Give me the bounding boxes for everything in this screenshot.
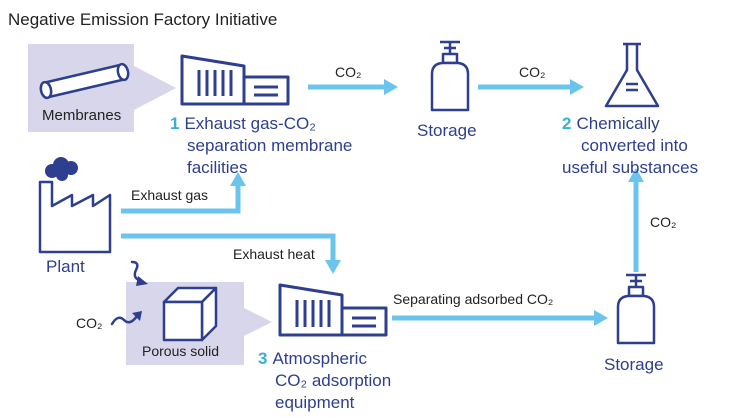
exhaust-gas-label: Exhaust gas (131, 187, 209, 203)
porous-solid-label: Porous solid (142, 343, 220, 359)
membrane-tube-icon (39, 62, 130, 100)
adsorption-line-2: CO₂ adsorption (275, 371, 392, 390)
conversion-line-3: useful substances (562, 158, 699, 177)
storage-label: Storage (604, 355, 664, 374)
arrow-exhaust-gas (121, 184, 241, 214)
squiggle-arrow-icon (110, 260, 148, 326)
arrow-exhaust-heat (121, 233, 336, 262)
facility-text: Exhaust gas-CO₂ (184, 114, 316, 133)
co2-label: CO₂ (335, 64, 362, 80)
membranes-label: Membranes (42, 107, 122, 124)
diagram-title: Negative Emission Factory Initiative (8, 10, 278, 29)
arrowhead (384, 79, 398, 95)
gas-cylinder-icon (430, 40, 470, 112)
arrowhead (628, 168, 644, 182)
step-number: 1 (170, 114, 180, 133)
co2-label: CO₂ (650, 214, 677, 230)
adsorption-line-3: equipment (275, 393, 355, 412)
arrowhead (230, 172, 246, 186)
arrowhead (594, 310, 608, 326)
step-number: 2 (562, 114, 572, 133)
co2-label: CO₂ (519, 64, 546, 80)
arrowhead (570, 79, 584, 95)
separating-label: Separating adsorbed CO₂ (393, 291, 554, 307)
plant-icon (38, 157, 112, 254)
factory-building-icon (180, 54, 290, 106)
adsorption-text: Atmospheric (272, 349, 367, 368)
step-number: 3 (258, 349, 268, 368)
facility-line-2: separation membrane (187, 136, 353, 155)
conversion-text: Chemically (576, 114, 660, 133)
co2-input-label: CO₂ (76, 315, 103, 331)
storage-label: Storage (417, 121, 477, 140)
plant-label: Plant (46, 257, 85, 276)
flask-icon (604, 42, 660, 108)
membranes-callout (28, 44, 176, 132)
cube-icon (162, 286, 218, 342)
arrowhead (325, 260, 341, 274)
gas-cylinder-icon (616, 273, 656, 345)
factory-building-icon (278, 283, 388, 337)
conversion-line-2: converted into (581, 136, 688, 155)
exhaust-heat-label: Exhaust heat (233, 246, 315, 262)
facility-line-3: facilities (187, 158, 248, 177)
